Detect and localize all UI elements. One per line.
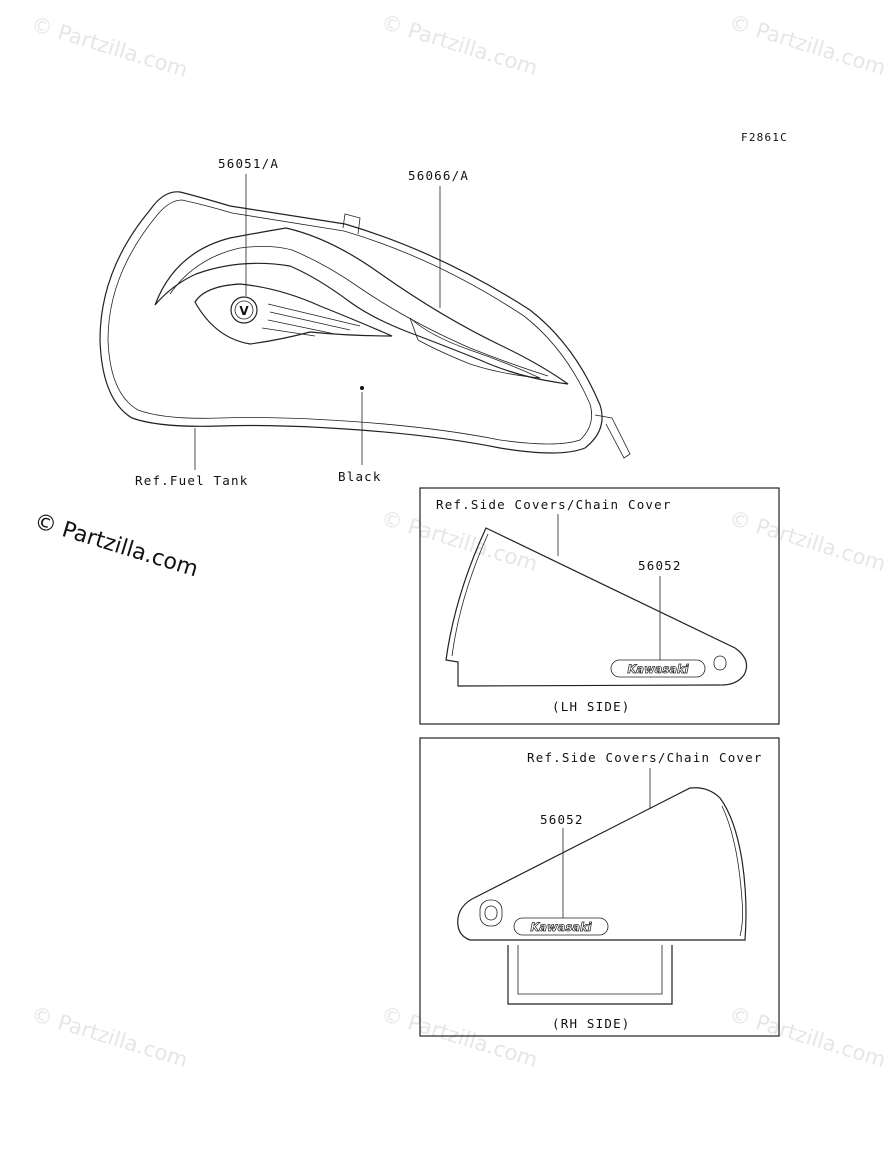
- lh-kawasaki-badge: [610, 659, 706, 678]
- fuel-tank-outline: [99, 191, 603, 454]
- rh-side-cover-inner: [721, 805, 744, 937]
- color-indicator-dot: [360, 386, 364, 390]
- watermark: © Partzilla.com: [29, 12, 191, 82]
- rh-side-panel: [419, 737, 780, 1037]
- rh-side-cover-outline: [457, 787, 747, 941]
- watermark: © Partzilla.com: [727, 506, 889, 576]
- filler-neck: [342, 213, 361, 235]
- label-rh-ref: Ref.Side Covers/Chain Cover: [527, 750, 763, 765]
- figure-code: F2861C: [741, 131, 788, 144]
- watermark: © Partzilla.com: [379, 10, 541, 80]
- lh-kawasaki-text: Kawasaki: [627, 662, 689, 676]
- lh-side-panel: [419, 487, 780, 725]
- label-lh-side: (LH SIDE): [552, 699, 631, 714]
- label-rh-side: (RH SIDE): [552, 1016, 631, 1031]
- callout-rh-56052: 56052: [540, 812, 584, 827]
- fuel-tank-inner-outline: [107, 199, 593, 445]
- v-emblem-letter: V: [239, 304, 249, 318]
- watermark: © Partzilla.com: [29, 1002, 191, 1072]
- callout-56066: 56066/A: [408, 168, 469, 183]
- watermark-main: © Partzilla.com: [31, 509, 201, 583]
- callout-56051: 56051/A: [218, 156, 279, 171]
- flame-graphic: [154, 227, 569, 385]
- flame-graphic-lower: [409, 317, 541, 379]
- rear-tab: [594, 414, 631, 459]
- callout-lh-56052: 56052: [638, 558, 682, 573]
- rh-cover-grommet-inner: [484, 905, 498, 921]
- watermark: © Partzilla.com: [727, 10, 889, 80]
- label-black: Black: [338, 469, 382, 484]
- v-emblem-inner: [234, 300, 254, 320]
- rh-kawasaki-text: Kawasaki: [530, 920, 592, 934]
- label-ref-fuel-tank: Ref.Fuel Tank: [135, 473, 248, 488]
- rh-kawasaki-badge: [513, 917, 609, 936]
- lh-side-cover-drawing: Kawasaki: [445, 527, 748, 687]
- flame-graphic-inner: [169, 246, 549, 377]
- fuel-tank-drawing: V: [99, 191, 631, 459]
- lh-cover-grommet: [713, 655, 727, 671]
- watermark: © Partzilla.com: [379, 1002, 541, 1072]
- rh-lower-bracket: [507, 945, 673, 1005]
- label-lh-ref: Ref.Side Covers/Chain Cover: [436, 497, 672, 512]
- rh-cover-grommet: [479, 899, 503, 927]
- lh-side-cover-outline: [445, 527, 748, 687]
- lh-side-cover-inner: [451, 533, 489, 657]
- v-emblem: [230, 296, 258, 324]
- rh-side-cover-drawing: Kawasaki: [457, 787, 747, 1005]
- watermark: © Partzilla.com: [379, 506, 541, 576]
- rh-lower-bracket-inner: [517, 945, 663, 995]
- emblem-wing-lines: [261, 303, 361, 337]
- emblem-wing: [194, 283, 393, 345]
- watermark: © Partzilla.com: [727, 1002, 889, 1072]
